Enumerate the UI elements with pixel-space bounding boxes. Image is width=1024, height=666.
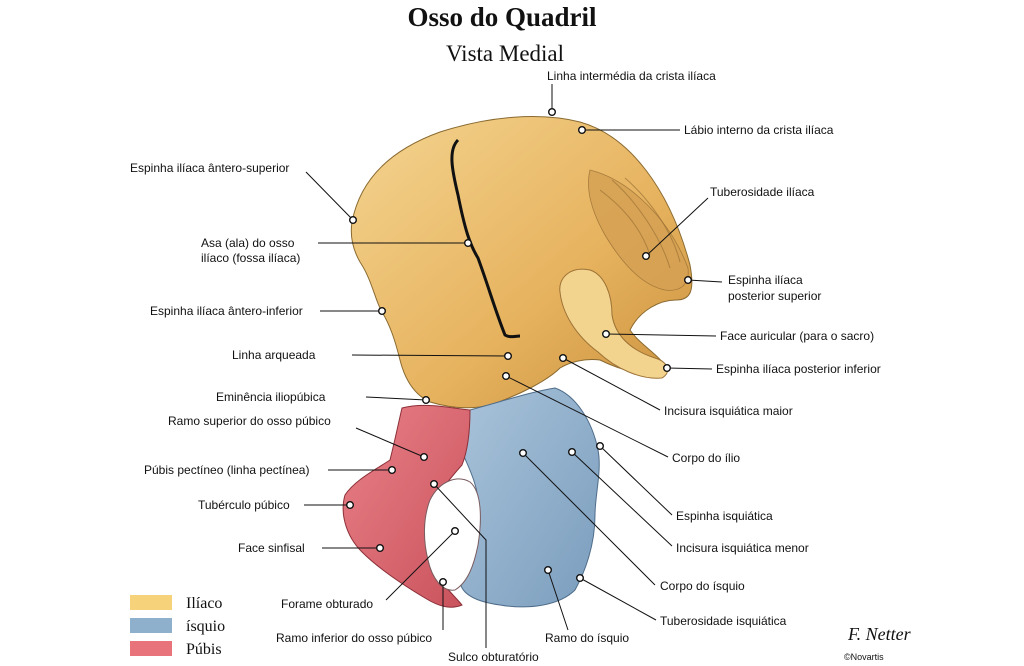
ilium-region xyxy=(350,116,693,409)
label-sulco-obturatorio: Sulco obturatório xyxy=(448,650,539,664)
pubis-region xyxy=(342,404,471,608)
label-corpo-isquio: Corpo do ísquio xyxy=(660,579,745,593)
marker-face-sinfisal xyxy=(376,544,385,553)
label-forame-obturado: Forame obturado xyxy=(281,597,373,611)
legend-label-pubis: Púbis xyxy=(186,641,222,658)
marker-sulco-obturatorio xyxy=(430,480,439,489)
signature: F. Netter ©Novartis xyxy=(844,624,912,662)
marker-incisura-maior xyxy=(559,354,568,363)
label-corpo-ilio: Corpo do ílio xyxy=(672,451,740,465)
marker-espinha-ant-inf xyxy=(378,307,387,316)
label-ramo-inferior-pubico: Ramo inferior do osso púbico xyxy=(276,631,432,645)
label-labio-interno: Lábio interno da crista ilíaca xyxy=(684,123,834,137)
labels: Linha intermédia da crista ilíaca Lábio … xyxy=(130,69,881,664)
marker-labio-interno xyxy=(578,125,587,134)
marker-espinha-post-sup xyxy=(684,276,693,285)
page-subtitle: Vista Medial xyxy=(446,41,564,66)
label-espinha-post-sup-1: Espinha ilíaca xyxy=(728,273,803,287)
netter-signature: F. Netter xyxy=(847,624,912,644)
legend-label-isquio: ísquio xyxy=(186,618,225,635)
marker-corpo-isquio xyxy=(519,449,528,458)
marker-linha-arqueada xyxy=(504,352,513,361)
marker-tuberculo-pubico xyxy=(346,501,355,510)
label-eminencia: Eminência iliopúbica xyxy=(216,390,326,404)
label-asa-2: ilíaco (fossa ilíaca) xyxy=(201,251,300,265)
marker-espinha-ant-sup xyxy=(349,215,358,224)
legend-swatch-iliaco xyxy=(130,595,172,610)
marker-tuberosidade-iliaca xyxy=(642,251,651,260)
marker-face-auricular xyxy=(602,330,611,339)
marker-ramo-isquio xyxy=(544,566,553,575)
ischium-region xyxy=(459,387,600,608)
marker-eminencia xyxy=(422,396,431,405)
marker-pubis-pectineo xyxy=(388,466,397,475)
marker-asa xyxy=(464,238,473,247)
label-tuberculo-pubico: Tubérculo púbico xyxy=(198,498,290,512)
label-espinha-post-sup-2: posterior superior xyxy=(728,289,821,303)
label-ramo-superior-pubico: Ramo superior do osso púbico xyxy=(168,414,331,428)
label-linha-intermedia: Linha intermédia da crista ilíaca xyxy=(547,69,716,83)
marker-forame-obturado xyxy=(451,527,460,536)
label-espinha-post-inf: Espinha ilíaca posterior inferior xyxy=(716,362,881,376)
label-asa-1: Asa (ala) do osso xyxy=(201,236,295,250)
legend-swatch-pubis xyxy=(130,641,172,656)
copyright-text: ©Novartis xyxy=(844,652,884,662)
marker-corpo-ilio xyxy=(502,372,511,381)
label-pubis-pectineo: Púbis pectíneo (linha pectínea) xyxy=(144,463,309,477)
marker-tuberosidade-isquiatica xyxy=(576,574,585,583)
label-face-sinfisal: Face sinfisal xyxy=(238,541,305,555)
marker-espinha-post-inf xyxy=(663,364,672,373)
leader-lines xyxy=(304,84,723,648)
label-incisura-menor: Incisura isquiática menor xyxy=(676,541,809,555)
label-face-auricular: Face auricular (para o sacro) xyxy=(720,329,874,343)
legend-swatch-isquio xyxy=(130,618,172,633)
marker-ramo-inferior-pubico xyxy=(439,578,448,587)
label-espinha-isquiatica: Espinha isquiática xyxy=(676,509,773,523)
marker-ramo-superior-pubico xyxy=(420,453,429,462)
marker-linha-intermedia xyxy=(548,107,557,116)
label-espinha-ant-sup: Espinha ilíaca ântero-superior xyxy=(130,161,289,175)
label-tuberosidade-iliaca: Tuberosidade ilíaca xyxy=(710,185,815,199)
legend-label-iliaco: Ilíaco xyxy=(186,595,222,612)
label-tuberosidade-isquiatica: Tuberosidade isquiática xyxy=(660,614,787,628)
label-espinha-ant-inf: Espinha ilíaca ântero-inferior xyxy=(150,304,303,318)
page-title: Osso do Quadril xyxy=(407,2,597,32)
marker-incisura-menor xyxy=(568,448,577,457)
marker-espinha-isquiatica xyxy=(596,442,605,451)
obturator-foramen xyxy=(424,478,481,591)
legend: Ilíaco ísquio Púbis xyxy=(130,595,225,658)
label-ramo-isquio: Ramo do ísquio xyxy=(545,631,629,645)
label-incisura-maior: Incisura isquiática maior xyxy=(664,404,793,418)
label-linha-arqueada: Linha arqueada xyxy=(232,348,316,362)
